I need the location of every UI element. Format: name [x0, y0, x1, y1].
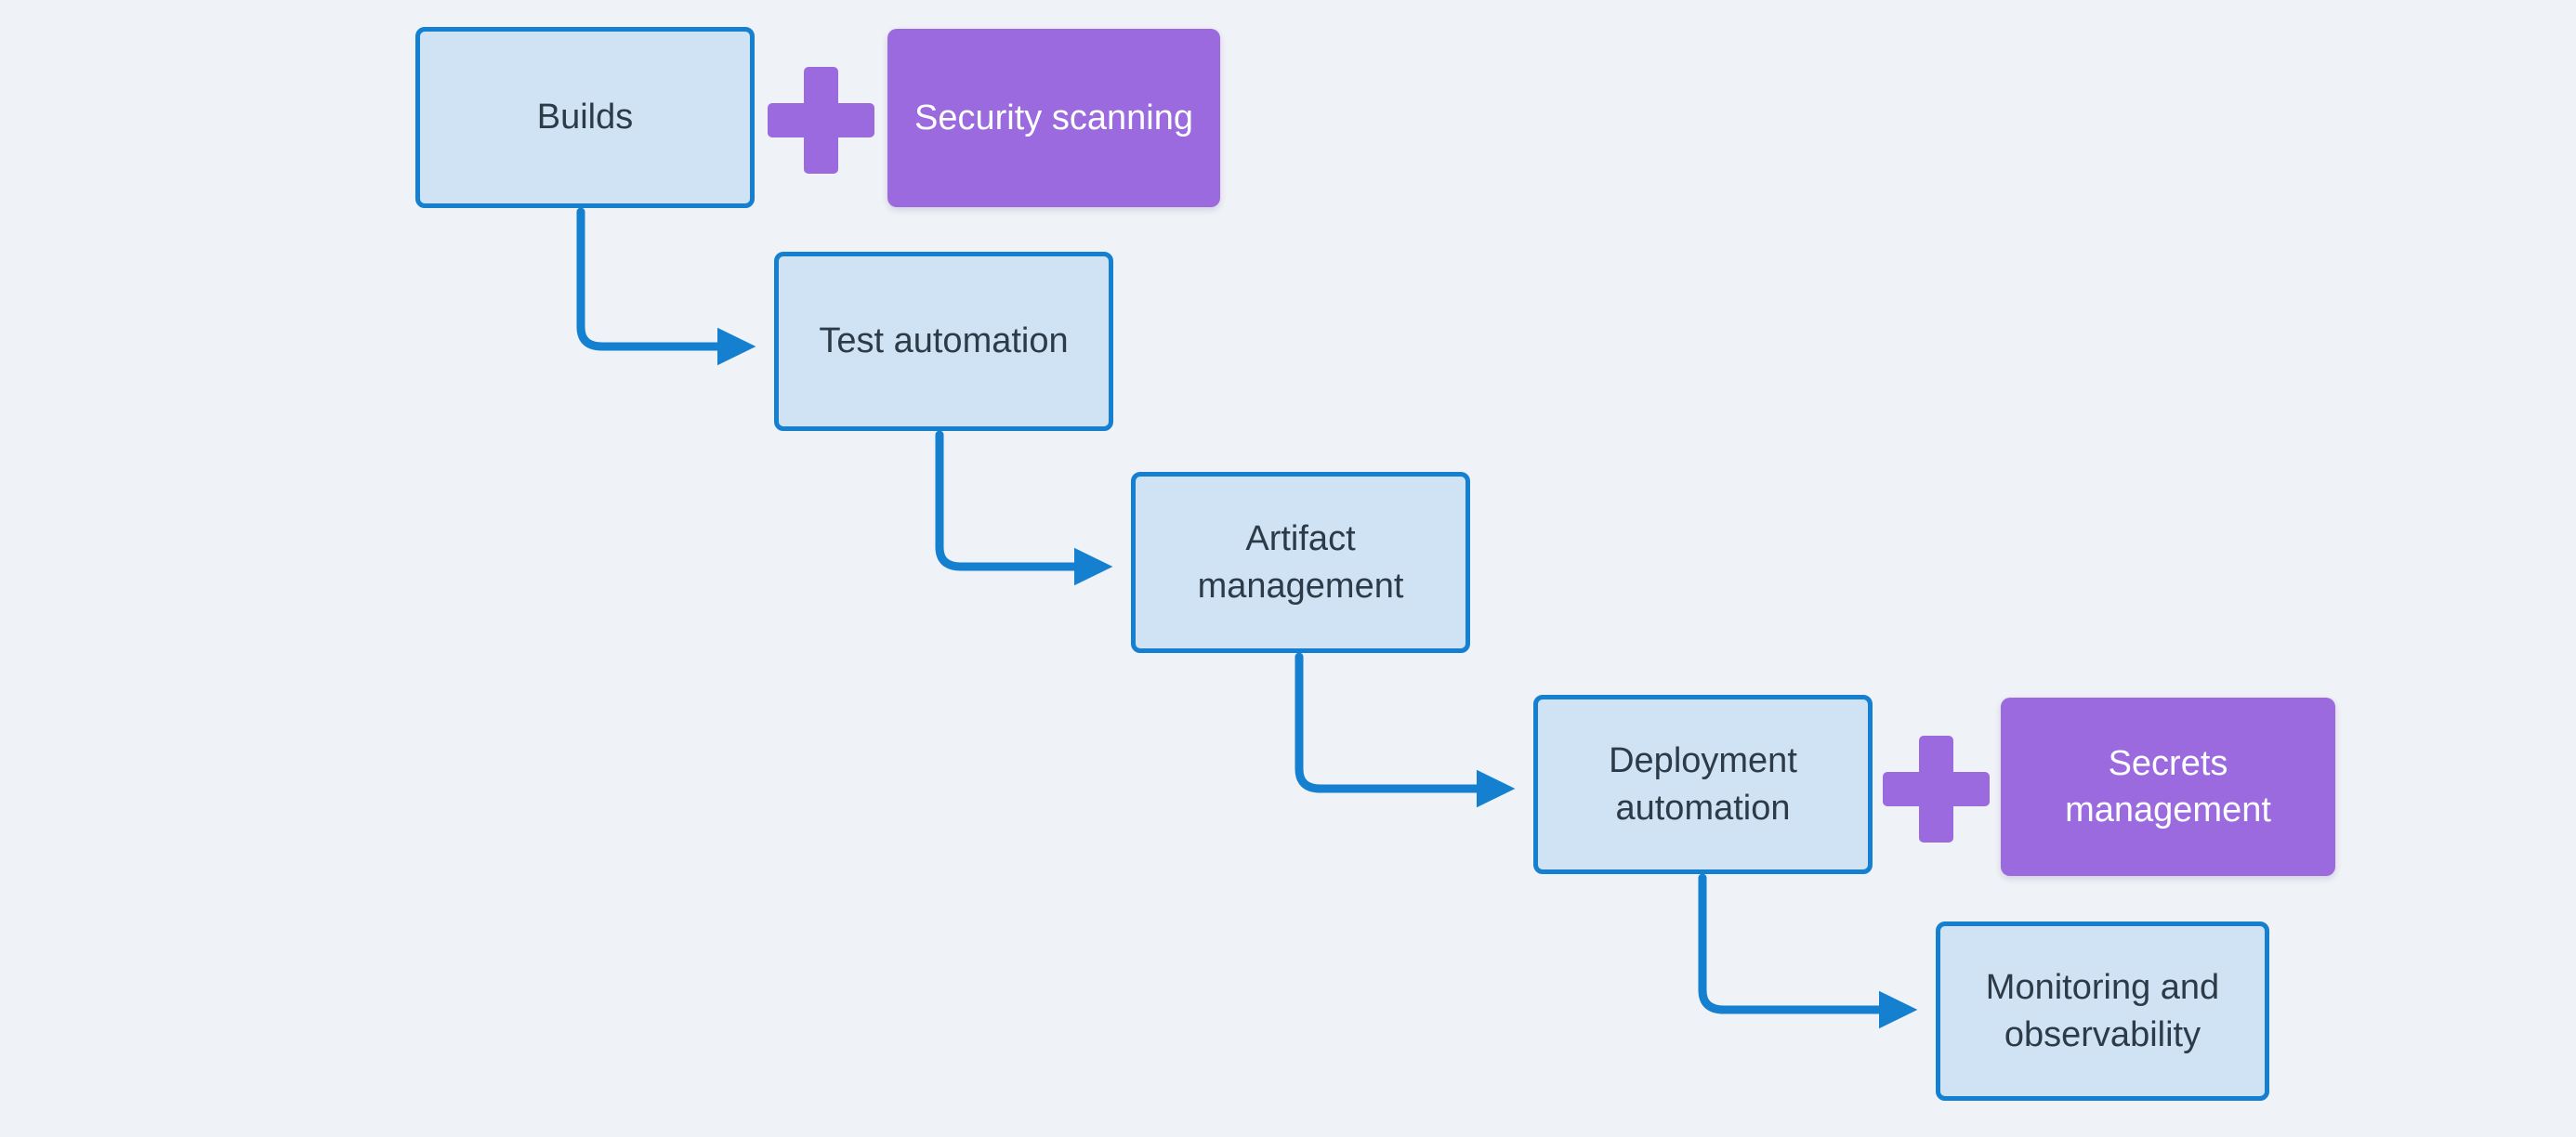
connector-test-automation-to-artifact-management [935, 430, 1113, 586]
node-artifact-management[interactable]: Artifact management [1131, 472, 1470, 653]
plus-icon [768, 67, 874, 174]
node-secrets-management[interactable]: Secrets management [2001, 698, 2335, 876]
node-label-secrets-management: Secrets management [2065, 743, 2271, 830]
node-test-automation[interactable]: Test automation [774, 252, 1113, 431]
node-label-monitoring-observability: Monitoring and observability [1985, 968, 2220, 1054]
node-builds[interactable]: Builds [415, 27, 755, 208]
node-label-builds: Builds [536, 98, 634, 137]
node-label-test-automation: Test automation [819, 321, 1069, 361]
plus-icon-vertical-bar [804, 67, 838, 174]
node-monitoring-observability[interactable]: Monitoring and observability [1936, 921, 2269, 1101]
connector-builds-to-test-automation [576, 207, 756, 366]
node-label-security-scanning: Security scanning [914, 98, 1193, 137]
plus-icon-vertical-bar [1919, 736, 1953, 843]
connector-artifact-management-to-deployment-automation [1295, 652, 1516, 808]
plus-icon [1883, 736, 1990, 843]
connector-deployment-automation-to-monitoring-observability [1698, 873, 1918, 1029]
node-deployment-automation[interactable]: Deployment automation [1533, 695, 1873, 874]
node-label-artifact-management: Artifact management [1197, 519, 1404, 606]
node-security-scanning[interactable]: Security scanning [887, 29, 1220, 207]
node-label-deployment-automation: Deployment automation [1609, 741, 1797, 828]
